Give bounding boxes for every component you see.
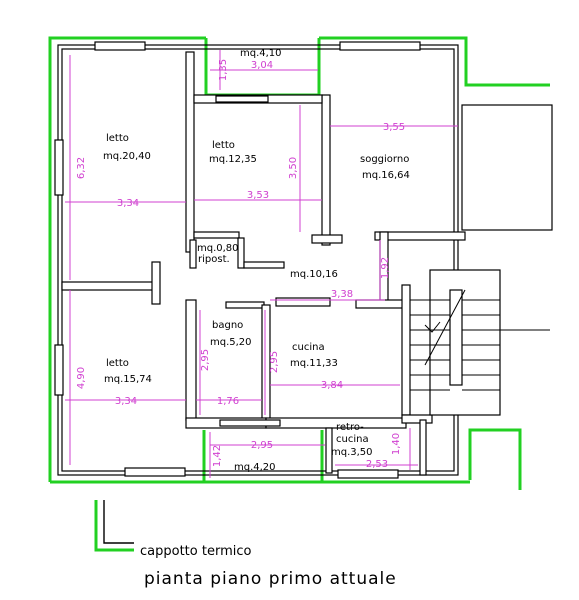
room-letto-1-name: letto <box>106 133 129 144</box>
legend: cappotto termico <box>94 500 251 559</box>
dim-1-42: 1,42 <box>212 445 223 467</box>
room-bagno-name: bagno <box>212 320 243 331</box>
dim-1-35: 1,35 <box>218 59 229 81</box>
room-letto-2-area: mq.12,35 <box>209 154 257 165</box>
room-letto-2-name: letto <box>212 140 235 151</box>
dim-2-95-cucina: 2,95 <box>269 351 280 373</box>
interior-walls <box>61 51 553 476</box>
room-corridoio-area: mq.10,16 <box>290 269 338 280</box>
dim-4-90: 4,90 <box>76 367 87 389</box>
room-letto-3-name: letto <box>106 358 129 369</box>
room-labels: letto mq.20,40 letto mq.12,35 soggiorno … <box>103 48 410 473</box>
insulation-outline <box>48 36 550 490</box>
dim-1-76: 1,76 <box>217 396 239 407</box>
legend-label: cappotto termico <box>140 544 251 559</box>
room-retrocucina-name-2: cucina <box>336 434 369 445</box>
dim-3-04: 3,04 <box>251 60 273 71</box>
room-retrocucina-name-1: retro- <box>336 422 364 433</box>
dim-3-55: 3,55 <box>383 122 405 133</box>
exterior-walls <box>57 44 459 476</box>
dim-3-34-bottom: 3,34 <box>115 396 137 407</box>
room-soggiorno-area: mq.16,64 <box>362 170 410 181</box>
dimension-lines <box>65 50 458 478</box>
room-retrocucina-area: mq.3,50 <box>331 447 373 458</box>
plan-title: pianta piano primo attuale <box>144 569 397 589</box>
dim-6-32: 6,32 <box>76 157 87 179</box>
room-soggiorno-name: soggiorno <box>360 154 409 165</box>
staircase <box>410 269 550 416</box>
dim-1-92: 1,92 <box>380 257 391 279</box>
dimension-labels: 1,35 3,04 6,32 3,34 3,53 3,50 3,55 1,92 … <box>76 59 405 470</box>
room-cucina-name: cucina <box>292 342 325 353</box>
room-bagno-area: mq.5,20 <box>210 337 252 348</box>
room-ripost-area: mq.0,80 <box>197 243 239 254</box>
room-cucina-area: mq.11,33 <box>290 358 338 369</box>
dim-2-95-balcony: 2,95 <box>251 440 273 451</box>
dim-1-40: 1,40 <box>391 433 402 455</box>
dim-2-95-bagno: 2,95 <box>200 349 211 371</box>
dim-3-34-top: 3,34 <box>117 198 139 209</box>
room-ripost-name: ripost. <box>198 254 230 265</box>
dim-3-50: 3,50 <box>288 157 299 179</box>
room-balcone-top-area: mq.4,10 <box>240 48 282 59</box>
dim-2-53: 2,53 <box>366 459 388 470</box>
room-balcone-bottom-area: mq.4,20 <box>234 462 276 473</box>
room-letto-3-area: mq.15,74 <box>104 374 152 385</box>
windows <box>54 41 421 479</box>
dim-3-53: 3,53 <box>247 190 269 201</box>
room-letto-1-area: mq.20,40 <box>103 151 151 162</box>
dim-3-38: 3,38 <box>331 289 353 300</box>
dim-3-84: 3,84 <box>321 380 343 391</box>
legend-insulation-swatch <box>94 500 134 552</box>
